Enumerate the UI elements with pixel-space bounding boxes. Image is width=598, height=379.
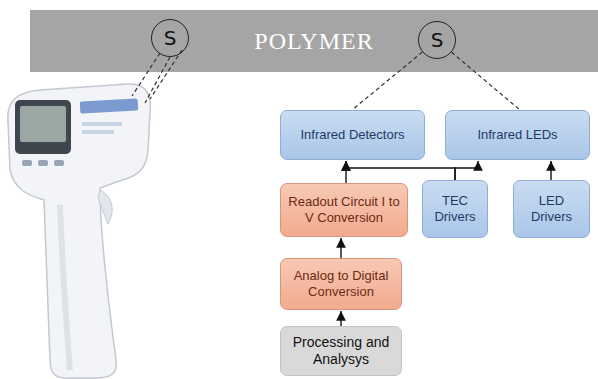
sensing-cone <box>132 50 182 103</box>
node-label: Processing and Analysys <box>287 334 395 368</box>
grip-shade <box>60 205 70 370</box>
process-box: TEC Drivers <box>422 180 488 238</box>
side-print <box>82 122 122 126</box>
node-label: TEC Drivers <box>431 193 479 224</box>
polymer-band <box>30 10 598 72</box>
signal-arrow <box>455 161 478 180</box>
signal-arrow <box>340 311 341 326</box>
process-box: LED Drivers <box>513 180 590 238</box>
process-box: Infrared LEDs <box>445 110 590 160</box>
process-box: Analog to Digital Conversion <box>280 258 402 310</box>
button <box>54 160 64 166</box>
sensor-circle: S <box>151 19 189 57</box>
signal-arrow <box>340 238 341 258</box>
polymer-band: POLYMER S S <box>30 10 598 72</box>
process-box: Readout Circuit I to V Conversion <box>280 183 408 237</box>
trigger <box>98 190 112 224</box>
sensing-line <box>452 52 520 110</box>
signal-arrow <box>550 161 551 180</box>
node-label: POLYMER <box>254 28 373 55</box>
button <box>22 160 32 166</box>
process-box: Infrared Detectors <box>280 110 425 160</box>
sensor-circle: S <box>418 21 456 59</box>
button <box>38 160 48 166</box>
node-label: Infrared LEDs <box>477 127 557 143</box>
node-label: Analog to Digital Conversion <box>287 268 395 299</box>
node-label: LED Drivers <box>522 193 581 224</box>
node-label: S <box>431 28 444 52</box>
thermometer-illustration <box>8 50 182 378</box>
side-label <box>80 98 139 113</box>
thermometer-body <box>8 84 151 378</box>
side-print <box>82 130 114 134</box>
process-box: Processing and Analysys <box>280 326 402 376</box>
screen-frame <box>15 100 71 154</box>
node-label: S <box>164 26 177 50</box>
node-label: Readout Circuit I to V Conversion <box>287 194 401 225</box>
node-label: Infrared Detectors <box>300 127 404 143</box>
screen <box>20 106 66 142</box>
signal-arrow <box>346 161 455 180</box>
sensing-line <box>352 52 422 110</box>
